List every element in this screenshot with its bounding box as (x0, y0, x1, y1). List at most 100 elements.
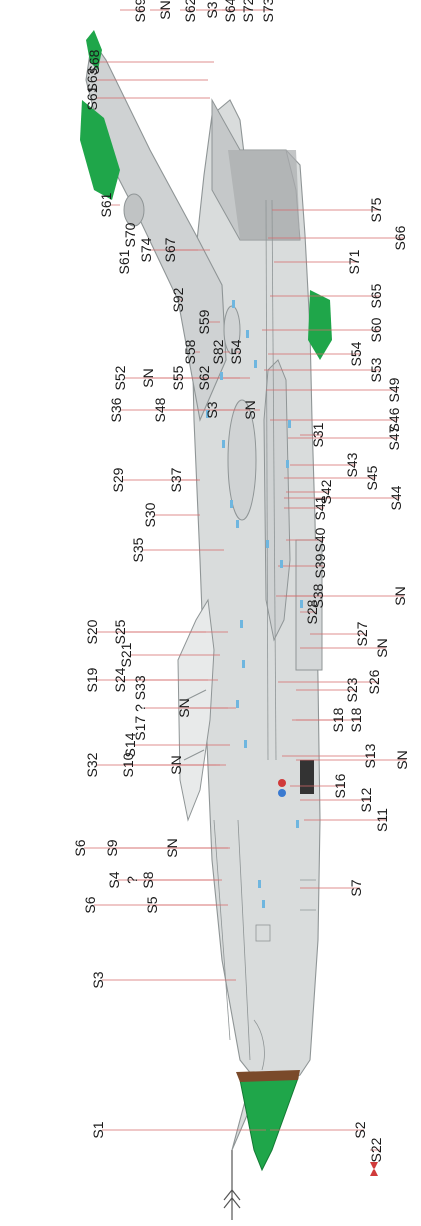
nose-radome (239, 1077, 299, 1172)
stencil-label-left-1: S63 (84, 67, 100, 92)
stencil-label-left-15: S92 (170, 287, 186, 312)
stencil-label-right-16: S40 (312, 527, 328, 552)
stencil-label-left-51: S3 (90, 971, 106, 988)
stencil-label-right-14: S44 (388, 485, 404, 510)
stencil-label-right-31: S11 (374, 808, 390, 832)
stencil-label-left-24: S36 (108, 397, 124, 422)
stencil-label-right-27: S13 (362, 743, 378, 768)
stencil-label-left-31: S35 (130, 537, 146, 562)
stabilator-green (308, 290, 332, 360)
air-intake-ellipse (227, 399, 257, 521)
stencil-label-right-25: S18 (330, 707, 346, 732)
stencil-label-left-8: S72 (240, 0, 256, 22)
stencil-mark-18 (222, 440, 225, 448)
stencil-label-right-19: SN (392, 586, 408, 605)
stencil-label-right-15: S41 (312, 495, 328, 520)
stencil-label-left-22: S55 (170, 365, 186, 390)
stencil-label-left-45: SN (164, 838, 180, 857)
stencil-label-left-0: S68 (86, 49, 102, 74)
stencil-label-left-39: S14 (122, 732, 138, 757)
stencil-label-left-52: S1 (90, 1121, 106, 1138)
stencil-label-right-26: S18 (348, 707, 364, 732)
stencil-label-right-24: S23 (344, 677, 360, 702)
tail-hatch (228, 150, 300, 240)
stencil-label-left-6: S3 (204, 1, 220, 18)
stencil-label-left-23: S62 (196, 365, 212, 390)
stencil-label-left-28: S37 (168, 467, 184, 492)
stencil-label-right-17: S39 (312, 553, 328, 578)
stencil-label-left-49: S5 (144, 896, 160, 913)
stencil-label-left-14: S67 (162, 237, 178, 262)
stencil-label-left-20: S52 (112, 365, 128, 390)
stencil-label-left-36: S19 (84, 667, 100, 692)
stencil-label-left-43: S6 (72, 839, 88, 856)
wing-green-panel (80, 100, 120, 200)
stencil-mark-6 (280, 560, 283, 568)
ventral-fairing (263, 359, 291, 642)
stencil-label-left-27: SN (242, 400, 258, 419)
stencil-label-left-50: S6 (82, 896, 98, 913)
stencil-mark-15 (286, 460, 289, 468)
stencil-mark-10 (258, 880, 261, 888)
stencil-label-left-2: S61 (84, 85, 100, 110)
stencil-label-right-8: S46 (386, 407, 402, 432)
stencil-label-left-32: S25 (112, 619, 128, 644)
stencil-label-left-40: S32 (84, 752, 100, 777)
stencil-mark-2 (254, 360, 257, 368)
stencil-label-left-19: S54 (228, 339, 244, 364)
stencil-label-left-47: S4 (106, 871, 122, 888)
stencil-label-right-10: S31 (310, 422, 326, 447)
stencil-label-right-2: S71 (346, 249, 362, 274)
stencil-label-left-30: S30 (142, 502, 158, 527)
stencil-mark-0 (232, 300, 235, 308)
stencil-label-left-48: ? (124, 876, 140, 884)
stencil-mark-7 (240, 620, 243, 628)
gear-door (300, 760, 314, 794)
stencil-label-right-9: S47 (386, 425, 402, 450)
stencil-label-right-33: S2 (352, 1121, 368, 1138)
stencil-label-left-9: S73 (260, 0, 276, 22)
stencil-mark-1 (246, 330, 249, 338)
tail-ellipse (123, 193, 145, 227)
stencil-marks (206, 300, 303, 908)
stencil-label-left-7: S64 (222, 0, 238, 22)
canopy-frame (183, 689, 207, 761)
stencil-mark-14 (288, 420, 291, 428)
stencil-label-left-44: S9 (104, 839, 120, 856)
stencil-label-left-5: S62 (182, 0, 198, 22)
stencil-label-left-33: S20 (84, 619, 100, 644)
stencil-mark-5 (266, 540, 269, 548)
stencil-label-right-32: S7 (348, 879, 364, 896)
stencil-mark-19 (242, 660, 245, 668)
stencil-label-right-18: S38 (310, 583, 326, 608)
stencil-label-right-30: S12 (358, 787, 374, 812)
leader-lines (84, 9, 406, 1151)
stencil-label-left-3: S69 (132, 0, 148, 22)
stencil-label-left-10: S61 (98, 192, 114, 217)
stencil-label-right-0: S75 (368, 197, 384, 222)
stencil-mark-13 (300, 600, 303, 608)
stencil-label-right-21: S27 (354, 621, 370, 646)
stencil-label-right-20: S28 (304, 599, 320, 624)
stencil-label-left-42: SN (168, 755, 184, 774)
panel-lines (213, 199, 316, 1071)
stencil-label-right-22: SN (374, 638, 390, 657)
stencil-label-left-18: S82 (210, 339, 226, 364)
stencil-label-left-37: S17 ? S33 (132, 675, 148, 741)
stencil-mark-8 (236, 700, 239, 708)
stencil-label-right-7: S49 (386, 377, 402, 402)
stencil-label-right-34: S22 (368, 1137, 384, 1162)
stencil-label-left-25: S48 (152, 397, 168, 422)
stencil-mark-16 (220, 372, 223, 380)
wing-tip-green (86, 30, 102, 70)
stencil-label-left-26: S3 (204, 401, 220, 418)
radome-band (236, 1070, 300, 1082)
stencil-label-left-38: SN (176, 698, 192, 717)
pitot-probe (223, 1150, 241, 1220)
stencil-mark-4 (236, 520, 239, 528)
stencil-mark-11 (262, 900, 265, 908)
stencil-label-right-13: S42 (318, 479, 334, 504)
